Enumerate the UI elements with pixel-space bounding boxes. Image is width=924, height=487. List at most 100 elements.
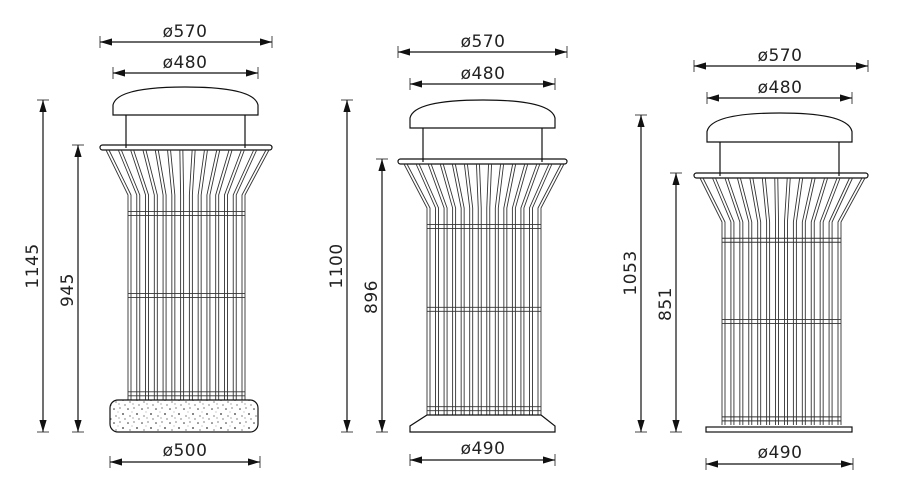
- cage-bar: [206, 149, 218, 400]
- cage-bar: [439, 163, 454, 415]
- cage-bar: [819, 177, 838, 425]
- cage-bar: [218, 149, 233, 400]
- rim-height-label: 851: [656, 287, 676, 321]
- cage-bar: [130, 149, 146, 400]
- cage-bar: [120, 149, 141, 400]
- cage-bar: [235, 149, 258, 400]
- cage-bar: [736, 177, 750, 425]
- cage-bar: [739, 177, 753, 425]
- cage-bar: [702, 177, 726, 425]
- top-rim: [397, 158, 568, 165]
- lid-diameter-label: ø480: [163, 53, 208, 73]
- cage-bar: [537, 163, 562, 415]
- cage-bar: [145, 149, 158, 400]
- base-diameter-label: ø490: [758, 443, 803, 463]
- cage-bar: [142, 149, 155, 400]
- top-rim: [99, 144, 273, 151]
- cage-bar: [813, 177, 829, 425]
- lid: [112, 86, 259, 116]
- cage-bar: [532, 163, 553, 415]
- flange-base: [409, 414, 556, 433]
- cage-bar: [179, 149, 182, 400]
- cage-bar: [520, 163, 538, 415]
- total-height-label: 1100: [327, 243, 347, 288]
- cage-bar: [764, 177, 771, 425]
- total-height-label: 1053: [621, 250, 641, 295]
- cage-bar: [454, 163, 465, 415]
- cage-bar: [415, 163, 436, 415]
- cage-bar: [154, 149, 164, 400]
- cage-bar: [497, 163, 505, 415]
- cage-bar: [715, 177, 735, 425]
- cage-bar: [224, 149, 242, 400]
- total-height-label: 1145: [23, 243, 43, 288]
- cage-bar: [200, 149, 208, 400]
- cage-bar: [197, 149, 205, 400]
- cage-bar: [727, 177, 744, 425]
- cage-bar: [403, 163, 428, 415]
- cage-bar: [494, 163, 502, 415]
- rim-diameter-label: ø570: [758, 46, 803, 66]
- cage-bar: [810, 177, 826, 425]
- bin-flat-base: [341, 46, 568, 466]
- cage-bar: [476, 163, 479, 415]
- cage-bar: [795, 177, 804, 425]
- cage-bar: [108, 149, 132, 400]
- cage-bar: [232, 149, 255, 400]
- cage-bar: [430, 163, 448, 415]
- cage-bar: [215, 149, 230, 400]
- bin-concrete-base: [37, 36, 273, 468]
- rim-diameter-label: ø570: [163, 22, 208, 42]
- cage-bar: [840, 177, 866, 425]
- cage-bar: [831, 177, 853, 425]
- cage-bar: [761, 177, 768, 425]
- rim-diameter-label: ø570: [461, 32, 506, 52]
- cage-bar: [466, 163, 474, 415]
- cage-bar: [724, 177, 741, 425]
- cage-bar: [801, 177, 813, 425]
- rim-height-label: 945: [58, 273, 78, 307]
- top-rim: [693, 172, 869, 179]
- cage-bar: [828, 177, 850, 425]
- cage-bar: [182, 149, 185, 400]
- lid: [706, 112, 853, 143]
- cage-bar: [244, 149, 270, 400]
- cage-bar: [777, 177, 779, 425]
- cage-bar: [787, 177, 791, 425]
- cage-bar: [837, 177, 863, 425]
- cage-bar: [418, 163, 439, 415]
- cage-bar: [523, 163, 541, 415]
- cage-bar: [191, 149, 196, 400]
- cage-bar: [699, 177, 723, 425]
- cage-bar: [227, 149, 245, 400]
- concrete-base: [109, 399, 259, 433]
- cage-bar: [784, 177, 788, 425]
- cage-bar: [774, 177, 776, 425]
- cage-bar: [804, 177, 816, 425]
- cage-bar: [792, 177, 801, 425]
- cage-bar: [503, 163, 514, 415]
- cage-bar: [406, 163, 431, 415]
- cage-bar: [451, 163, 462, 415]
- cage-bar: [157, 149, 167, 400]
- cage-bar: [479, 163, 482, 415]
- bin-plate-base: [635, 60, 869, 470]
- cage-bar: [511, 163, 526, 415]
- rim-height-label: 896: [362, 280, 382, 314]
- cage-bar: [752, 177, 762, 425]
- cage-bar: [241, 149, 267, 400]
- lid-diameter-label: ø480: [461, 64, 506, 84]
- cage-bar: [105, 149, 129, 400]
- cage-bar: [514, 163, 529, 415]
- cage-bar: [463, 163, 471, 415]
- cage-bar: [209, 149, 221, 400]
- base-diameter-label: ø500: [163, 441, 208, 461]
- lid: [409, 99, 556, 129]
- cage-bar: [188, 149, 193, 400]
- cage-bar: [486, 163, 489, 415]
- cage-bar: [489, 163, 492, 415]
- cage-bar: [712, 177, 732, 425]
- cage-bar: [442, 163, 457, 415]
- cage-bar: [822, 177, 841, 425]
